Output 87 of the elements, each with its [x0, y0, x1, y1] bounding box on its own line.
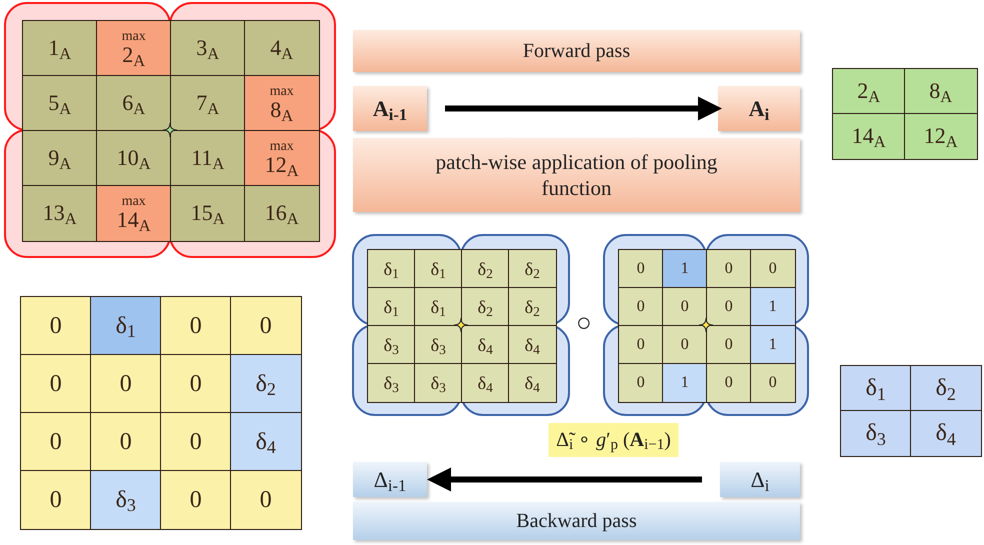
cell-value: δ$_{1}$	[430, 298, 446, 316]
arrow	[445, 96, 722, 120]
cell-value: 0	[50, 372, 62, 396]
cell-value: 2$_{A}$	[122, 44, 146, 66]
cell-value: δ$_{4}$	[478, 336, 493, 354]
cell-value: 1	[768, 298, 777, 315]
cell-value: 0	[724, 260, 733, 277]
cell-value: δ$_{1}$	[430, 260, 446, 278]
cell-value: 10$_{A}$	[116, 147, 151, 170]
cell-value: 0	[190, 314, 202, 338]
cell-value: δ$_{1}$	[866, 376, 886, 400]
cell-value: δ$_{2}$	[524, 298, 540, 316]
cell-value: 2$_{A}$	[857, 80, 880, 102]
cell-value: 0	[636, 260, 645, 277]
cell-value: 0	[260, 314, 272, 338]
cell-value: 8$_{A}$	[270, 99, 294, 122]
cell-value: 11$_{A}$	[191, 147, 224, 170]
cell-value: 6$_{A}$	[122, 92, 146, 114]
cell-value: 0	[724, 298, 733, 315]
cell-value: 0	[120, 430, 132, 454]
cell-value: δ$_{4}$	[524, 336, 540, 354]
tensor-box: Δ$_{i-1}$	[353, 462, 427, 497]
cell-value: δ$_{4}$	[936, 421, 956, 446]
max-marker: max	[122, 195, 146, 210]
cell-value: δ$_{3}$	[430, 336, 446, 354]
cell-value: 12$_{A}$	[924, 125, 958, 148]
cell-value: 0	[768, 374, 777, 391]
cell-value: 9$_{A}$	[48, 147, 72, 170]
cell-value: δ$_{2}$	[256, 372, 276, 396]
cell-value: 4$_{A}$	[270, 37, 294, 60]
cell-value: 1	[768, 336, 777, 353]
cell-value: δ$_{1}$	[384, 298, 399, 316]
cell-value: δ$_{3}$	[116, 488, 136, 512]
cell-value: δ$_{3}$	[866, 421, 886, 446]
cell-value: 16$_{A}$	[264, 202, 299, 224]
cell-value: 8$_{A}$	[929, 80, 952, 102]
description-band: patch-wise application of pooling function	[353, 138, 800, 212]
cell-value: 0	[768, 260, 777, 277]
cell-value: 0	[260, 488, 272, 512]
cell-value: 7$_{A}$	[196, 92, 220, 114]
cell-value: δ$_{2}$	[478, 260, 493, 278]
tensor-box: A$_{i}$	[718, 86, 800, 131]
cell-value: 13$_{A}$	[42, 202, 77, 224]
cell-value: δ$_{2}$	[478, 298, 493, 316]
cell-value: δ$_{3}$	[430, 374, 446, 392]
stage-band: Forward pass	[353, 30, 800, 72]
tensor-box: A$_{i-1}$	[353, 86, 427, 131]
stage-band: Backward pass	[353, 502, 800, 540]
cell-value: 0	[50, 314, 62, 338]
cell-value: 0	[636, 298, 645, 315]
edge-label: Δ̃$_{i}$ ∘ g′$_{p}$ (A$_{i−1}$)	[548, 422, 679, 456]
cell-value: 0	[190, 430, 202, 454]
cell-value: δ$_{4}$	[524, 374, 540, 392]
cell-value: 0	[50, 488, 62, 512]
cell-value: 0	[636, 336, 645, 353]
cell-value: 0	[636, 374, 645, 391]
cell-value: δ$_{2}$	[936, 376, 956, 400]
cell-value: 14$_{A}$	[116, 209, 151, 232]
cell-value: 15$_{A}$	[190, 202, 225, 224]
cell-value: 3$_{A}$	[196, 37, 220, 60]
cell-value: 0	[680, 336, 689, 353]
cell-value: 0	[724, 336, 733, 353]
cell-value: δ$_{3}$	[384, 374, 399, 392]
cell-value: 0	[190, 372, 202, 396]
arrow	[427, 468, 702, 492]
cell-value: δ$_{4}$	[478, 374, 493, 392]
max-marker: max	[270, 140, 294, 154]
cell-value: 0	[724, 374, 733, 391]
max-marker: max	[270, 85, 294, 100]
cell-value: 1$_{A}$	[48, 37, 72, 60]
max-marker: max	[122, 30, 146, 44]
hadamard-operator: ○	[576, 310, 592, 336]
cell-value: δ$_{1}$	[384, 260, 399, 278]
cell-value: 0	[50, 430, 62, 454]
cell-value: δ$_{1}$	[116, 314, 136, 338]
cell-value: δ$_{2}$	[524, 260, 540, 278]
cell-value: 1	[680, 374, 689, 391]
cell-value: δ$_{4}$	[256, 430, 276, 454]
cell-value: 0	[190, 488, 202, 512]
cell-value: 1	[680, 260, 689, 277]
cell-value: 5$_{A}$	[48, 92, 72, 114]
tensor-box: Δ$_{i}$	[720, 462, 800, 497]
cell-value: 12$_{A}$	[264, 154, 299, 176]
cell-value: δ$_{3}$	[384, 336, 399, 354]
cell-value: 0	[680, 298, 689, 315]
cell-value: 14$_{A}$	[852, 125, 886, 148]
cell-value: 0	[120, 372, 132, 396]
